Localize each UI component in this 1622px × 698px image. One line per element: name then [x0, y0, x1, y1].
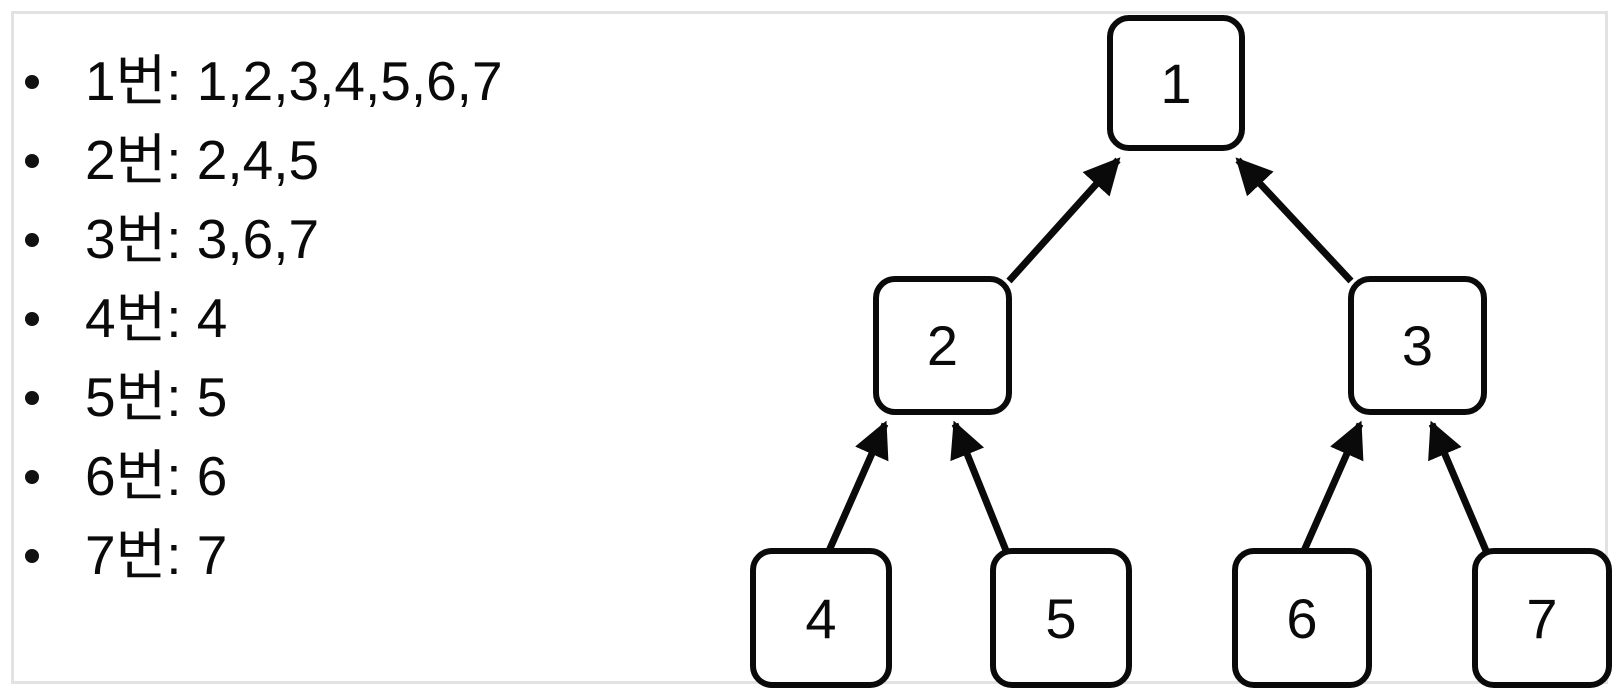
- bullet-icon: [25, 469, 39, 484]
- list-item: 4번: 4: [0, 279, 660, 358]
- list-item-label: 3번: 3,6,7: [85, 208, 320, 270]
- bullet-icon: [25, 311, 39, 326]
- list-item: 3번: 3,6,7: [0, 200, 660, 279]
- list-item-label: 2번: 2,4,5: [85, 129, 320, 191]
- list-item: 1번: 1,2,3,4,5,6,7: [0, 42, 660, 121]
- list-item: 7번: 7: [0, 516, 660, 595]
- bullet-icon: [25, 153, 39, 168]
- list-item-label: 1번: 1,2,3,4,5,6,7: [85, 50, 503, 112]
- list-item: 2번: 2,4,5: [0, 121, 660, 200]
- bullet-icon: [25, 390, 39, 405]
- adjacency-list: 1번: 1,2,3,4,5,6,7 2번: 2,4,5 3번: 3,6,7 4번…: [0, 42, 660, 595]
- list-item-label: 6번: 6: [85, 445, 228, 507]
- bullet-icon: [25, 74, 39, 89]
- list-item-label: 4번: 4: [85, 287, 228, 349]
- list-item: 5번: 5: [0, 358, 660, 437]
- list-item: 6번: 6: [0, 437, 660, 516]
- bullet-icon: [25, 232, 39, 247]
- list-item-label: 5번: 5: [85, 366, 228, 428]
- list-item-label: 7번: 7: [85, 524, 228, 586]
- bullet-icon: [25, 548, 39, 563]
